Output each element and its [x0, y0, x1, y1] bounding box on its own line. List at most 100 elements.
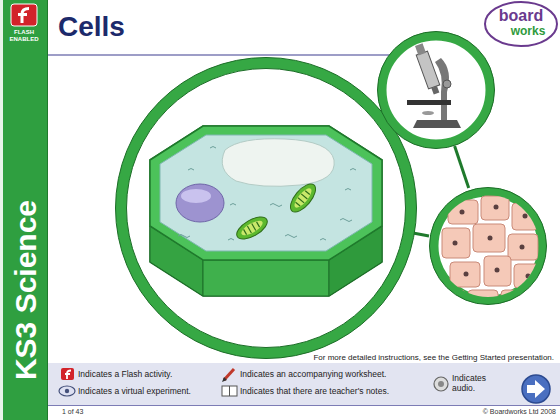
plant-cell-part-part [210, 147, 216, 149]
legend-entry: Indicates audio. [452, 373, 502, 393]
audio-icon-part [434, 377, 448, 391]
plant-cell-part [176, 184, 224, 222]
plant-cell-part-part [285, 235, 297, 238]
notes-icon-part [229, 386, 230, 396]
copyright-note-box: © Boardworks Ltd 2008 [483, 408, 556, 416]
legend-entry: Indicates an accompanying worksheet. [240, 369, 386, 379]
flash-logo-part [11, 4, 37, 26]
microscope-circle [378, 32, 495, 149]
plant-cell-part-part [350, 169, 356, 171]
worksheet-icon [222, 369, 234, 382]
cell-circle-part [116, 58, 417, 359]
next-button-part [527, 380, 545, 398]
microscope-picture-part [413, 43, 442, 96]
flash-icon-part [61, 368, 74, 380]
notes-icon-part [222, 386, 237, 396]
plant-cell-part [286, 180, 320, 216]
flash-logo-part [18, 9, 29, 24]
plant-cell-part-part [320, 239, 326, 241]
legend-text: Indicates a Flash activity. [78, 369, 172, 379]
tissue-picture-part-part [488, 236, 493, 241]
tissue-picture-part-part [473, 224, 505, 252]
tissue-picture-part-part [481, 196, 509, 220]
experiment-icon-part [65, 389, 69, 393]
instructions-note: For more detailed instructions, see the … [311, 353, 556, 363]
cell-circle [116, 58, 417, 359]
audio-icon-part [438, 381, 444, 387]
plant-cell-part-part [228, 239, 234, 241]
tissue-picture-part-part [501, 290, 527, 310]
microscope-picture-part-part [415, 43, 426, 55]
tissue-picture-part-part [453, 241, 458, 246]
tissue-picture-part-part [468, 290, 498, 312]
flash-badge-text: FLASH ENABLED [4, 29, 44, 43]
plant-cell-part-part [292, 186, 314, 210]
tissue-picture-part-part [495, 268, 500, 273]
tissue-picture-part-part [520, 245, 525, 250]
sidebar-part [47, 0, 48, 420]
plant-cell-part [233, 213, 270, 244]
course-name-box: KS3 Science [8, 200, 44, 380]
plant-cell-part [203, 260, 329, 296]
logo-word-box: works [500, 25, 556, 38]
page-number: 1 of 43 [62, 408, 83, 416]
tissue-picture-part [453, 205, 531, 303]
instructions-note-box: For more detailed instructions, see the … [311, 353, 556, 363]
plant-cell-part-part [239, 218, 264, 238]
slide-title: Cells [58, 11, 125, 43]
sidebar-part [0, 0, 48, 420]
next-button [522, 375, 550, 403]
tissue-picture-part-part [460, 210, 465, 215]
tissue-picture-part-part [448, 200, 478, 224]
microscope-circle-part [382, 36, 490, 144]
circle-links-part [413, 233, 429, 236]
plant-cell-part [178, 147, 356, 241]
logo-word-box: board [491, 7, 551, 25]
plant-cell-part-part [188, 169, 194, 171]
worksheet-icon-part [222, 377, 227, 382]
worksheet-icon-part [224, 369, 234, 380]
microscope-picture-part-part [431, 86, 439, 95]
plant-cell-part-part [295, 190, 311, 207]
plant-cell-part-part [178, 235, 190, 238]
plant-cell-part [150, 126, 382, 296]
flash-icon-part [65, 371, 71, 380]
plant-cell-part [160, 135, 372, 251]
tissue-picture-part-part [494, 205, 499, 210]
audio-icon [434, 377, 448, 391]
plant-cell-part [150, 126, 382, 260]
microscope-picture-part [443, 80, 451, 88]
flash-icon [61, 368, 74, 380]
experiment-icon [59, 386, 75, 396]
tissue-picture-part-part [481, 298, 486, 303]
tissue-picture-part [438, 196, 542, 312]
tissue-picture-part-part [464, 272, 469, 277]
tissue-picture-part-part [438, 290, 465, 310]
tissue-picture [438, 196, 542, 312]
tissue-picture-part-part [484, 256, 511, 286]
logo-word: board [491, 7, 551, 25]
plant-cell-part-part [340, 219, 352, 222]
logo-word: works [500, 25, 556, 38]
plant-cell-part [222, 139, 334, 187]
tissue-picture-part-part [450, 262, 480, 287]
circle-links-part [455, 146, 469, 188]
title-box: Cells [58, 11, 125, 43]
notes-icon [222, 386, 237, 396]
tissue-picture-part-part [511, 297, 516, 302]
flash-badge-text-box: FLASH ENABLED [4, 29, 44, 43]
microscope-picture-part-part [416, 51, 440, 89]
tissue-picture-part-part [526, 274, 531, 279]
microscope-circle-part [378, 32, 495, 149]
next-button-part [522, 375, 550, 403]
cell-circle-part [121, 63, 411, 353]
plant-cell-part-part [243, 221, 260, 235]
footer-rule [48, 405, 560, 406]
tissue-picture-part-part [442, 228, 470, 258]
legend-entry: Indicates a Flash activity. [78, 369, 172, 379]
tissue-picture-part-part [514, 264, 542, 288]
legend-entry: Indicates that there are teacher's notes… [240, 386, 389, 396]
cell-circle-part [127, 69, 406, 348]
plant-cell [150, 126, 382, 296]
